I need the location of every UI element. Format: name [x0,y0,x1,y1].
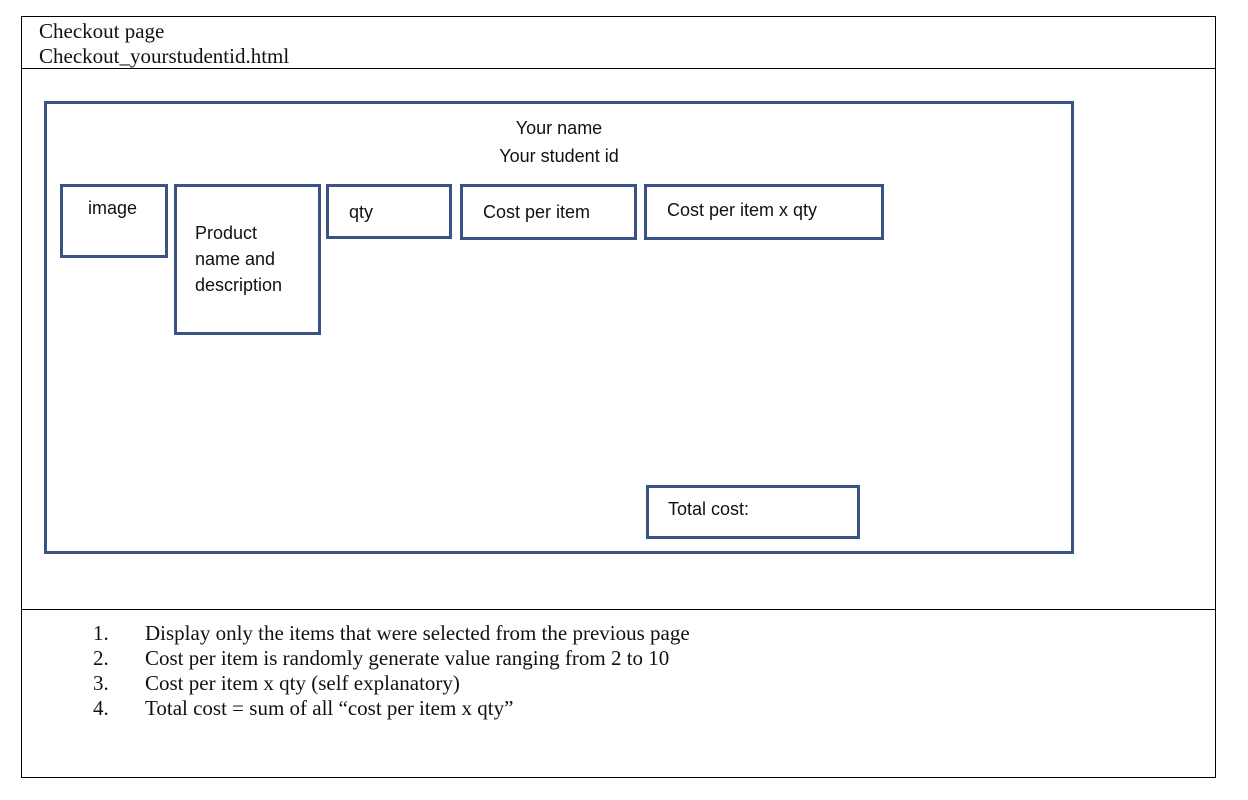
document-table: Checkout page Checkout_yourstudentid.htm… [21,16,1216,778]
total-cost-box: Total cost: [646,485,860,539]
header-divider [22,68,1215,69]
page-filename: Checkout_yourstudentid.html [39,44,290,68]
list-text: Total cost = sum of all “cost per item x… [145,696,514,720]
page-title: Checkout page [39,19,165,43]
list-number: 2. [93,646,109,670]
checkout-wireframe-frame: Your name Your student id image Product … [44,101,1074,554]
list-text: Display only the items that were selecte… [145,621,690,645]
list-item: 3. Cost per item x qty (self explanatory… [62,671,690,696]
cost-per-item-box: Cost per item [460,184,637,240]
product-label-line: Product [195,223,258,243]
list-item: 1. Display only the items that were sele… [62,621,690,646]
product-description-box: Product name and description [174,184,321,335]
list-number: 4. [93,696,109,720]
notes-divider [22,609,1215,610]
product-label-line: name and [195,249,276,269]
product-label: Product name and description [195,220,282,298]
qty-label: qty [349,202,374,222]
image-label: image [88,198,138,218]
cost-per-item-label: Cost per item [483,202,591,222]
list-number: 1. [93,621,109,645]
cost-times-qty-box: Cost per item x qty [644,184,884,240]
cost-times-qty-label: Cost per item x qty [667,200,818,220]
qty-box: qty [326,184,452,239]
list-text: Cost per item x qty (self explanatory) [145,671,460,695]
student-id-label: Your student id [499,146,619,166]
list-item: 2. Cost per item is randomly generate va… [62,646,690,671]
your-name-label: Your name [515,118,603,138]
image-placeholder: image [60,184,168,258]
list-number: 3. [93,671,109,695]
product-label-line: description [195,275,283,295]
total-cost-label: Total cost: [668,499,750,519]
list-text: Cost per item is randomly generate value… [145,646,670,670]
list-item: 4. Total cost = sum of all “cost per ite… [62,696,690,721]
requirements-list: 1. Display only the items that were sele… [62,621,690,721]
